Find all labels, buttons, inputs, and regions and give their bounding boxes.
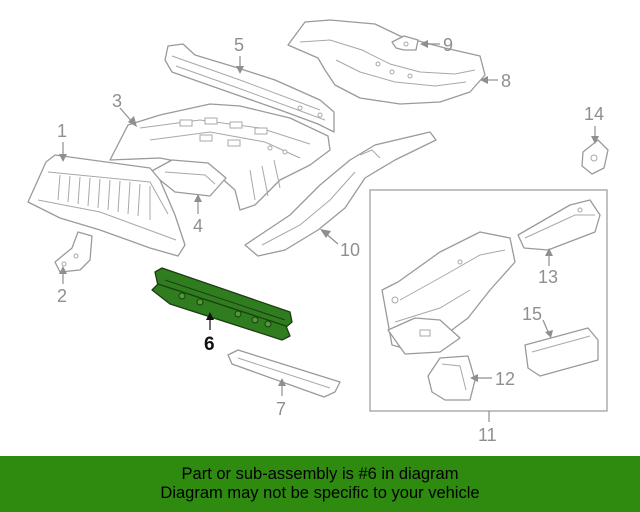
callout-11: 11 xyxy=(478,425,497,445)
part-12-bracket[interactable] xyxy=(427,355,476,401)
part-11-frame-rail[interactable] xyxy=(381,231,516,355)
callout-5: 5 xyxy=(234,35,244,55)
part-2-bracket[interactable] xyxy=(54,231,93,273)
part-9-bracket[interactable] xyxy=(391,35,419,51)
callout-leader-4 xyxy=(194,194,202,214)
callout-leader-2 xyxy=(59,266,67,284)
notice-banner: Part or sub-assembly is #6 in diagram Di… xyxy=(0,456,640,512)
banner-line-part: Part or sub-assembly is #6 in diagram xyxy=(181,465,459,483)
callout-leader-6 xyxy=(206,312,214,330)
callout-7: 7 xyxy=(276,399,286,419)
callout-leader-9 xyxy=(420,40,440,48)
part-14-bracket[interactable] xyxy=(581,139,609,175)
callout-leader-14 xyxy=(591,126,599,144)
banner-line-disclaimer: Diagram may not be specific to your vehi… xyxy=(160,484,480,502)
callout-9: 9 xyxy=(443,35,453,55)
callout-leader-8 xyxy=(480,76,498,84)
callout-1: 1 xyxy=(57,121,67,141)
callout-leader-13 xyxy=(545,248,553,266)
part-6-crossmember-highlighted[interactable] xyxy=(151,267,293,341)
callout-10: 10 xyxy=(340,240,360,260)
callout-13: 13 xyxy=(538,267,558,287)
part-15-plate[interactable] xyxy=(524,327,599,377)
callout-leader-3 xyxy=(119,107,137,127)
callout-leader-7 xyxy=(278,378,286,396)
part-7-reinforcement[interactable] xyxy=(227,349,341,398)
part-8-rear-floor-pan[interactable] xyxy=(287,19,486,105)
part-4-floor-pan-panel[interactable] xyxy=(149,159,227,197)
part-13-rail-end[interactable] xyxy=(517,199,601,251)
callout-8: 8 xyxy=(501,71,511,91)
callout-2: 2 xyxy=(57,286,67,306)
part-3-floor-pan[interactable] xyxy=(109,103,331,211)
callout-4: 4 xyxy=(193,216,203,236)
parts-diagram: 1 2 3 4 5 6 7 8 9 10 11 12 13 14 15 xyxy=(27,19,609,445)
part-1-panel[interactable] xyxy=(27,154,186,257)
callout-15: 15 xyxy=(522,304,542,324)
callout-leader-1 xyxy=(59,142,67,162)
callout-leader-12 xyxy=(470,374,492,382)
part-10-sill[interactable] xyxy=(244,131,437,257)
callout-12: 12 xyxy=(495,369,515,389)
callout-3: 3 xyxy=(112,91,122,111)
callout-leader-10 xyxy=(320,229,339,245)
callout-6: 6 xyxy=(204,334,215,355)
callout-leader-5 xyxy=(236,56,244,74)
part-5-rail[interactable] xyxy=(164,43,335,133)
callout-14: 14 xyxy=(584,104,604,124)
callout-leader-15 xyxy=(542,319,553,338)
